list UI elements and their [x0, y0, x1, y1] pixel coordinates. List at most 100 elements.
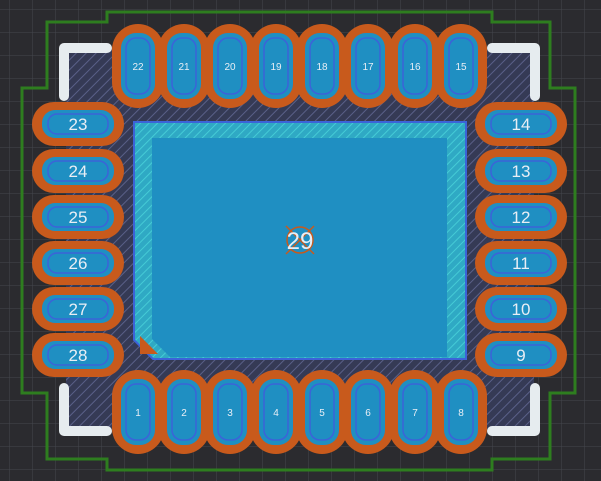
pad-13[interactable]: 13	[475, 149, 567, 193]
pad-28[interactable]: 28	[32, 333, 124, 377]
pad-copper	[305, 33, 339, 99]
pad-label: 27	[69, 300, 88, 319]
pad-label: 9	[516, 346, 525, 365]
pad-copper	[485, 157, 557, 185]
pad-copper	[259, 33, 293, 99]
pad-paste	[490, 206, 552, 228]
thermal-pad-outline	[133, 121, 467, 360]
pad-26[interactable]: 26	[32, 241, 124, 285]
pad-label: 1	[135, 408, 141, 419]
pad-15[interactable]: 15	[435, 24, 487, 108]
pad-19[interactable]: 19	[250, 24, 302, 108]
pad-21[interactable]: 21	[158, 24, 210, 108]
pad-paste	[402, 37, 428, 95]
pad-5[interactable]: 5	[296, 370, 348, 454]
pad-copper	[213, 379, 247, 445]
pad-copper	[42, 341, 114, 369]
pad-3[interactable]: 3	[204, 370, 256, 454]
pad-copper	[485, 341, 557, 369]
pad-label: 8	[458, 408, 464, 419]
pad-copper	[42, 249, 114, 277]
pad-2[interactable]: 2	[158, 370, 210, 454]
pad-22[interactable]: 22	[112, 24, 164, 108]
silk-corner-top-right	[487, 43, 540, 101]
pad-paste	[490, 298, 552, 320]
pad-paste	[490, 344, 552, 366]
pad-label: 15	[455, 62, 467, 73]
pad-18[interactable]: 18	[296, 24, 348, 108]
pad-copper	[305, 379, 339, 445]
pad-4[interactable]: 4	[250, 370, 302, 454]
pad-6[interactable]: 6	[342, 370, 394, 454]
pad-copper	[398, 33, 432, 99]
pad-25[interactable]: 25	[32, 195, 124, 239]
pin1-marker	[140, 336, 158, 354]
pad-paste	[448, 37, 474, 95]
pad-label: 26	[69, 254, 88, 273]
thermal-pad-copper	[152, 138, 447, 357]
pad-label: 10	[512, 300, 531, 319]
pad-label: 6	[365, 408, 371, 419]
silk-corner-top-left	[59, 43, 112, 101]
pad-copper	[444, 33, 478, 99]
pad-copper	[167, 33, 201, 99]
pad-label: 18	[316, 62, 328, 73]
pad-paste	[125, 383, 151, 441]
pad-label: 14	[512, 115, 531, 134]
pad-copper	[444, 379, 478, 445]
pad-copper	[167, 379, 201, 445]
pad-paste	[47, 206, 109, 228]
pad-copper	[351, 379, 385, 445]
pad-label: 5	[319, 408, 325, 419]
pad-paste	[171, 37, 197, 95]
pad-paste	[217, 383, 243, 441]
pad-8[interactable]: 8	[435, 370, 487, 454]
pad-paste	[47, 344, 109, 366]
pad-copper	[213, 33, 247, 99]
courtyard-outline	[20, 10, 577, 472]
pad-paste	[47, 113, 109, 135]
pad-copper	[121, 379, 155, 445]
pad-paste	[448, 383, 474, 441]
silk-corner-bottom-left	[59, 383, 112, 436]
pad-paste	[125, 37, 151, 95]
pad-20[interactable]: 20	[204, 24, 256, 108]
pad-copper	[42, 203, 114, 231]
pad-11[interactable]: 11	[475, 241, 567, 285]
pad-label: 7	[412, 408, 418, 419]
pad-label: 4	[273, 408, 279, 419]
pad-paste	[490, 252, 552, 274]
pad-paste	[217, 37, 243, 95]
pad-label: 11	[512, 254, 530, 273]
pad-copper	[351, 33, 385, 99]
pad-9[interactable]: 9	[475, 333, 567, 377]
pad-paste	[171, 383, 197, 441]
pad-copper	[259, 379, 293, 445]
pad-label: 21	[178, 62, 190, 73]
pad-12[interactable]: 12	[475, 195, 567, 239]
center-marker: 29	[285, 225, 315, 255]
pad-23[interactable]: 23	[32, 102, 124, 146]
pad-copper	[398, 379, 432, 445]
silkscreen-corners	[59, 43, 540, 436]
pad-paste	[309, 383, 335, 441]
pad-copper	[42, 110, 114, 138]
pad-7[interactable]: 7	[389, 370, 441, 454]
pad-paste	[47, 252, 109, 274]
pad-16[interactable]: 16	[389, 24, 441, 108]
pad-10[interactable]: 10	[475, 287, 567, 331]
pad-17[interactable]: 17	[342, 24, 394, 108]
pad-14[interactable]: 14	[475, 102, 567, 146]
pad-label: 3	[227, 408, 233, 419]
pad-paste	[47, 160, 109, 182]
pad-24[interactable]: 24	[32, 149, 124, 193]
pad-1[interactable]: 1	[112, 370, 164, 454]
pad-label: 28	[69, 346, 88, 365]
pad-label: 19	[270, 62, 282, 73]
pad-27[interactable]: 27	[32, 287, 124, 331]
pad-label: 13	[512, 162, 531, 181]
pad-copper	[485, 295, 557, 323]
pad-paste	[490, 113, 552, 135]
